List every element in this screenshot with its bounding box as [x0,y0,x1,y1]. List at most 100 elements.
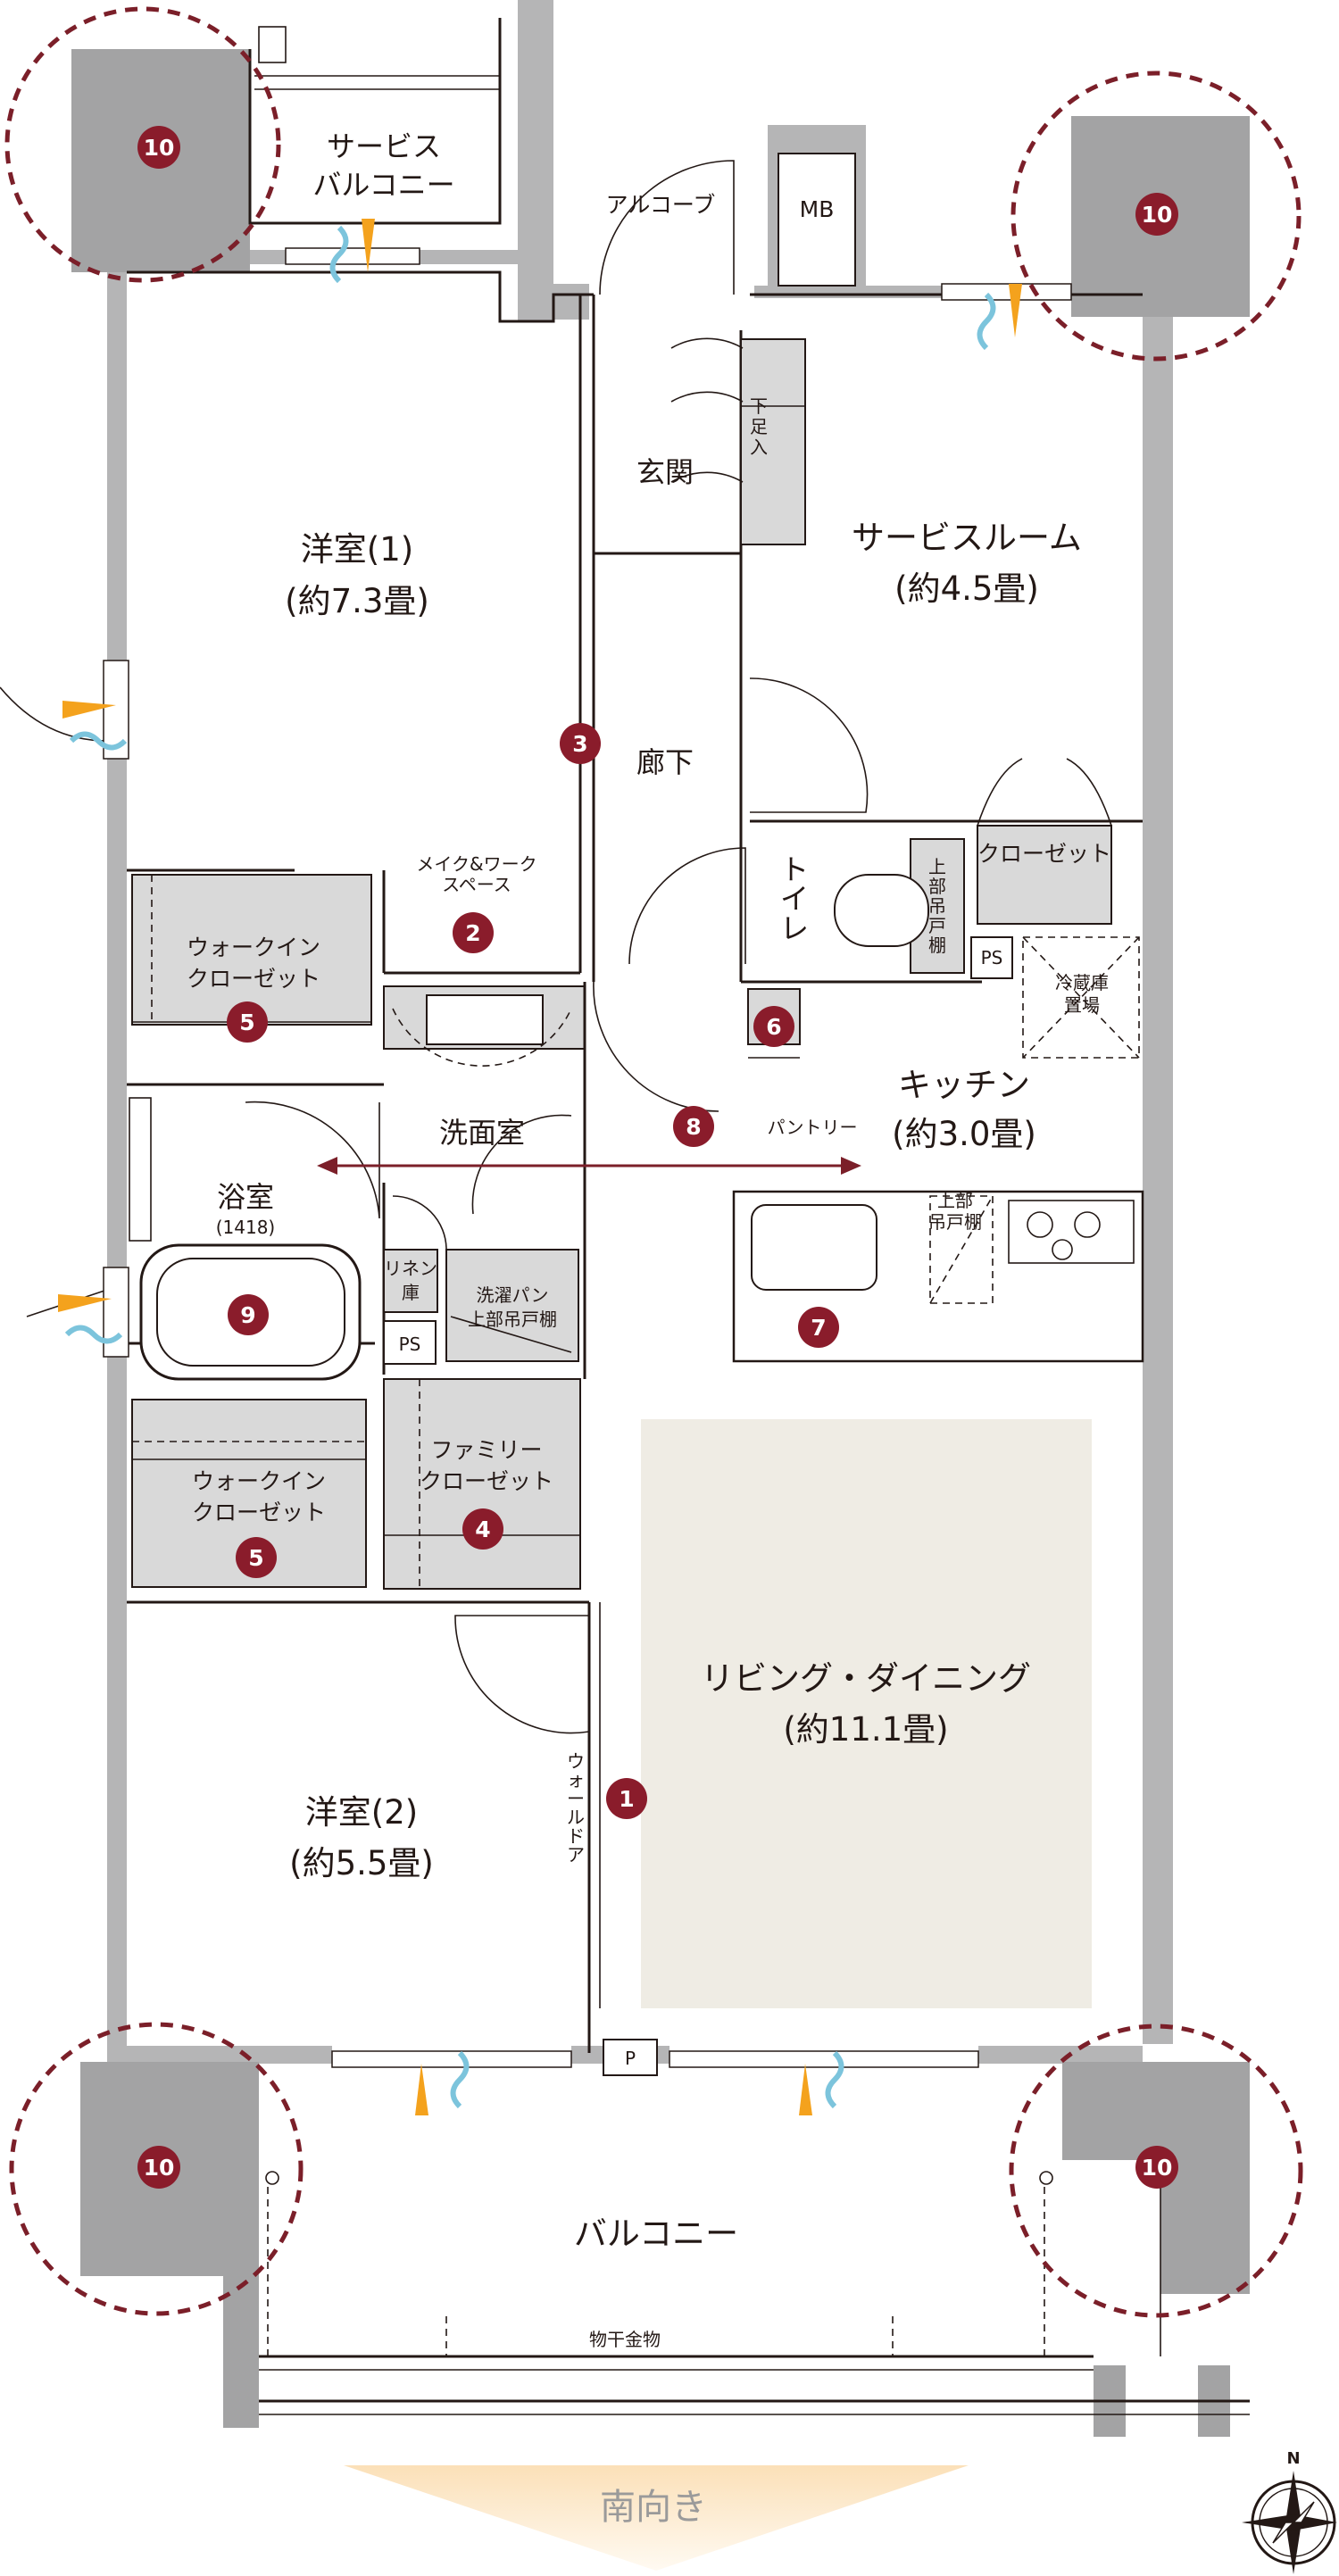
label-service-balcony-2: バルコニー [312,168,454,202]
svg-text:7: 7 [811,1315,826,1341]
svg-text:3: 3 [572,731,587,757]
label-shoebox-3: 入 [750,436,768,458]
svg-text:5: 5 [239,1010,254,1035]
label-western-room-2-name: 洋室(2) [305,1793,418,1832]
marker-3: 3 [560,723,601,764]
marker-10-top-right: 10 [1135,193,1178,236]
label-service-room-size: (約4.5畳) [894,569,1039,608]
ventilation-marks [58,219,1022,2115]
label-toilet-3: レ [780,911,809,945]
marker-9: 9 [228,1294,269,1335]
label-toilet-cabinet-5: 棚 [928,935,946,956]
interior-partitions [127,270,1144,2076]
marker-6: 6 [753,1006,794,1047]
label-wall-door-6: ア [567,1844,585,1866]
svg-text:4: 4 [475,1517,490,1542]
marker-7: 7 [798,1307,839,1348]
circulation-arrow [317,1157,861,1175]
label-fridge-2: 置場 [1064,994,1100,1016]
svg-text:10: 10 [1142,202,1173,228]
label-pantry: パントリー [768,1117,858,1138]
label-make-work-1: メイク&ワーク [416,853,536,875]
svg-text:10: 10 [144,2155,175,2181]
label-wic2-1: ウォークイン [192,1468,326,1494]
label-mb: MB [800,196,835,222]
marker-5-lower: 5 [236,1537,277,1578]
label-washer-1: 洗濯パン [477,1284,549,1306]
svg-text:9: 9 [240,1302,255,1328]
label-bathroom-name: 浴室 [217,1180,274,1214]
label-ps-lower: PS [399,1334,421,1355]
label-western-room-1-name: 洋室(1) [301,530,413,569]
label-wall-door-4: ル [567,1807,585,1828]
number-markers: 10 10 10 10 1 2 3 4 5 5 6 7 8 9 [137,126,1178,2189]
label-family-closet-2: クローゼット [420,1468,553,1494]
svg-text:10: 10 [1142,2155,1173,2181]
marker-4: 4 [462,1508,503,1550]
label-entrance: 玄関 [636,455,694,489]
marker-2: 2 [453,912,494,953]
label-service-balcony-1: サービス [327,129,441,163]
label-service-room-name: サービスルーム [852,519,1082,557]
label-toilet-cabinet-3: 吊 [928,895,946,917]
marker-5-upper: 5 [227,1001,268,1043]
windows [103,247,1072,2068]
svg-text:2: 2 [465,920,480,946]
label-wic1-2: クローゼット [187,966,320,992]
label-wall-door-2: ォ [567,1769,585,1791]
compass-north-label: N [1286,2449,1300,2468]
label-kitchen-cabinet-2: 吊戸棚 [928,1211,982,1233]
label-ps-upper: PS [981,947,1003,968]
label-family-closet-1: ファミリー [430,1437,542,1463]
label-shoebox-1: 下 [750,395,768,417]
label-fridge-1: 冷蔵庫 [1055,972,1109,993]
label-living-dining-size: (約11.1畳) [783,1710,948,1749]
balcony-area [259,2160,1250,2415]
label-wall-door-1: ウ [567,1750,585,1772]
label-p-box: P [625,2048,636,2069]
marker-8: 8 [673,1106,714,1147]
label-washroom: 洗面室 [439,1116,525,1150]
pillar-highlight-circles [4,6,1303,2318]
orientation-indicator: 南向き [344,2465,969,2571]
svg-text:1: 1 [619,1786,634,1812]
svg-text:8: 8 [686,1114,701,1140]
label-toilet-1: ト [780,852,809,886]
label-western-room-2-size: (約5.5畳) [289,1844,434,1882]
label-toilet-cabinet-2: 部 [928,876,946,897]
label-kitchen-cabinet-1: 上部 [937,1190,973,1211]
label-drying-rack: 物干金物 [589,2329,661,2350]
svg-text:6: 6 [766,1014,781,1040]
label-wall-door-3: ー [567,1788,585,1809]
svg-text:10: 10 [144,135,175,161]
label-toilet-cabinet-4: 戸 [928,915,946,936]
label-hallway: 廊下 [636,745,694,779]
marker-10-bottom-right: 10 [1135,2146,1178,2189]
label-toilet-cabinet-1: 上 [928,856,946,877]
label-kitchen-name: キッチン [898,1066,1030,1104]
label-bathroom-size: (1418) [216,1217,276,1238]
label-wall-door-5: ド [567,1825,585,1847]
label-kitchen-size: (約3.0畳) [892,1115,1036,1153]
label-shoebox-2: 足 [750,416,768,437]
label-linen-2: 庫 [402,1282,420,1303]
marker-10-top-left: 10 [137,126,180,169]
marker-10-bottom-left: 10 [137,2146,180,2189]
room-labels: サービス バルコニー アルコーブ MB 玄関 下 足 入 洋室(1) (約7.3… [187,129,1111,2350]
label-closet: クローゼット [977,841,1111,867]
structural-pillars [71,49,1250,2437]
label-alcove: アルコーブ [606,192,716,218]
label-wic1-1: ウォークイン [187,935,320,960]
living-dining-floor [641,1419,1092,2008]
service-balcony-area [248,18,502,225]
label-balcony: バルコニー [574,2215,738,2253]
label-washer-2: 上部吊戸棚 [468,1309,557,1330]
label-wic2-2: クローゼット [192,1500,326,1525]
label-toilet-2: イ [780,882,809,916]
marker-1: 1 [606,1778,647,1819]
label-make-work-2: スペース [442,874,511,895]
label-western-room-1-size: (約7.3畳) [285,582,429,620]
label-living-dining-name: リビング・ダイニング [701,1659,1031,1698]
label-linen-1: リネン [384,1258,437,1279]
